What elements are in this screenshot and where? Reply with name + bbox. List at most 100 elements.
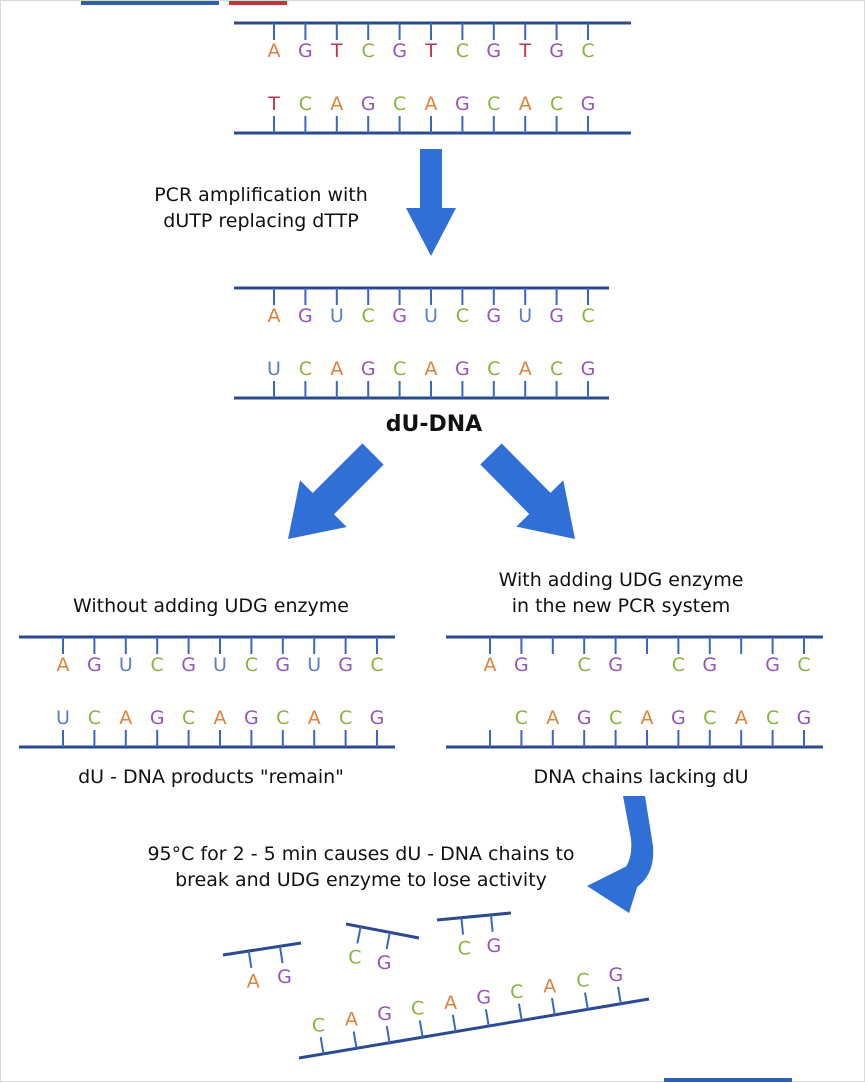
right-branch-result: DNA chains lacking dU xyxy=(533,766,749,788)
long-strand-base: G xyxy=(476,986,491,1008)
right-bottom-base: C xyxy=(703,707,716,729)
right-top-base: C xyxy=(578,654,591,676)
left-bottom-base: U xyxy=(56,707,70,729)
right-branch-caption-line2: in the new PCR system xyxy=(511,595,731,617)
step1-caption-line2: dUTP replacing dTTP xyxy=(163,210,359,232)
left-branch-result: dU - DNA products "remain" xyxy=(78,766,344,788)
long-strand-tick xyxy=(617,986,622,1004)
original-bottom-base: A xyxy=(519,93,532,115)
top-bar-red xyxy=(229,1,287,5)
right-bottom-base: G xyxy=(577,707,592,729)
fragment-1-tick xyxy=(278,946,284,964)
top-bar-blue xyxy=(81,1,219,5)
right-top-base: G xyxy=(702,654,717,676)
original-top-base: G xyxy=(549,40,564,62)
du-dna-label: dU-DNA xyxy=(385,412,483,437)
du-top-base: U xyxy=(518,305,532,327)
right-bottom-base: C xyxy=(609,707,622,729)
left-top-base: G xyxy=(181,654,196,676)
fragment-1-backbone xyxy=(222,941,302,957)
du-bottom-base: U xyxy=(267,358,281,380)
long-strand-tick xyxy=(385,1025,391,1043)
fragment-3-tick xyxy=(490,914,494,932)
long-strand-tick xyxy=(352,1031,358,1049)
curved-arrow-icon xyxy=(587,856,647,913)
right-top-base: C xyxy=(672,654,685,676)
left-bottom-base: A xyxy=(214,707,227,729)
long-strand-base: A xyxy=(444,992,457,1014)
long-strand-base: C xyxy=(576,970,589,992)
du-bottom-base: C xyxy=(299,358,312,380)
du-top-base: C xyxy=(456,305,469,327)
long-strand-base: C xyxy=(312,1014,325,1036)
long-strand-tick xyxy=(418,1020,424,1038)
fragment-1-base: G xyxy=(277,966,292,988)
left-bottom-base: A xyxy=(308,707,321,729)
step1-caption-line1: PCR amplification with xyxy=(154,184,368,206)
original-bottom-base: T xyxy=(267,93,280,115)
du-top-base: A xyxy=(268,305,281,327)
du-bottom-base: G xyxy=(581,358,596,380)
long-strand-base: C xyxy=(411,998,424,1020)
du-bottom-base: C xyxy=(393,358,406,380)
left-top-base: U xyxy=(213,654,227,676)
du-top-base: G xyxy=(392,305,407,327)
fragment-3-base: G xyxy=(486,935,501,957)
fragment-1-tick xyxy=(247,950,253,968)
long-strand-base: A xyxy=(543,975,556,997)
original-top-base: T xyxy=(518,40,531,62)
fragment-3-tick xyxy=(460,917,465,935)
original-top-base: C xyxy=(456,40,469,62)
original-top-base: T xyxy=(424,40,437,62)
left-bottom-base: C xyxy=(339,707,352,729)
flow-arrows xyxy=(288,149,654,913)
left-bottom-base: A xyxy=(119,707,132,729)
long-strand-base: A xyxy=(345,1009,358,1031)
du-top-base: U xyxy=(330,305,344,327)
left-top-base: G xyxy=(275,654,290,676)
du-bottom-base: C xyxy=(550,358,563,380)
right-bottom-base: C xyxy=(515,707,528,729)
left-top-base: G xyxy=(338,654,353,676)
bottom-bar-blue xyxy=(664,1078,792,1082)
du-bottom-base: A xyxy=(330,358,343,380)
fragment-2-base: C xyxy=(348,946,361,968)
original-bottom-base: A xyxy=(330,93,343,115)
heat-step-caption-line1: 95°C for 2 - 5 min causes dU - DNA chain… xyxy=(147,843,575,865)
left-bottom-base: G xyxy=(244,707,259,729)
left-top-base: G xyxy=(87,654,102,676)
right-top-base: C xyxy=(797,654,810,676)
right-branch-caption-line1: With adding UDG enzyme xyxy=(498,569,744,591)
du-top-base: G xyxy=(549,305,564,327)
du-bottom-base: G xyxy=(361,358,376,380)
original-bottom-base: C xyxy=(393,93,406,115)
right-top-base: A xyxy=(484,654,497,676)
left-bottom-base: G xyxy=(150,707,165,729)
right-bottom-base: C xyxy=(766,707,779,729)
left-bottom-base: C xyxy=(88,707,101,729)
long-strand-tick xyxy=(517,1003,523,1021)
right-top-base: G xyxy=(514,654,529,676)
fragment-2-tick xyxy=(385,932,391,950)
left-branch-caption: Without adding UDG enzyme xyxy=(73,595,349,617)
right-bottom-base: A xyxy=(546,707,559,729)
du-top-base: U xyxy=(424,305,438,327)
long-strand-base: G xyxy=(609,964,624,986)
long-strand-tick xyxy=(451,1014,457,1032)
original-top-base: C xyxy=(581,40,594,62)
fragment-2-base: G xyxy=(377,952,392,974)
du-top-base: G xyxy=(298,305,313,327)
long-strand-tick xyxy=(584,992,589,1010)
original-bottom-base: C xyxy=(487,93,500,115)
right-top-base: G xyxy=(608,654,623,676)
du-bottom-base: C xyxy=(487,358,500,380)
fragment-1-base: A xyxy=(247,971,260,993)
fragment-2-tick xyxy=(356,926,362,944)
du-bottom-base: G xyxy=(455,358,470,380)
down-arrow-icon xyxy=(406,149,456,256)
original-top-base: A xyxy=(268,40,281,62)
